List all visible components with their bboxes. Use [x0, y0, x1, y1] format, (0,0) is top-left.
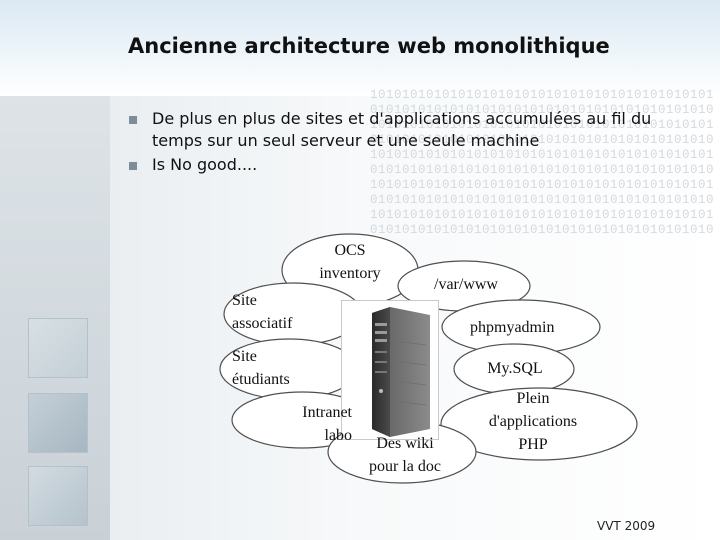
decor-square	[28, 466, 88, 526]
decor-square	[28, 393, 88, 453]
bullet-text: Is No good....	[152, 155, 258, 174]
bullet-item: De plus en plus de sites et d'applicatio…	[126, 108, 686, 152]
header-band	[0, 0, 720, 96]
bubble-label-mysql: My.SQL	[487, 360, 543, 377]
bubble-label-intranet-labo: Intranet labo	[302, 404, 352, 444]
bullet-text: De plus en plus de sites et d'applicatio…	[152, 109, 652, 150]
square-bullet-icon	[129, 162, 137, 170]
bubble-plein-applications	[440, 387, 638, 461]
decor-square	[28, 318, 88, 378]
bubble-label-site-etudiants: Site étudiants	[232, 348, 290, 388]
bubble-label-phpmyadmin: phpmyadmin	[470, 319, 555, 336]
square-bullet-icon	[129, 116, 137, 124]
server-tower-icon	[341, 300, 439, 440]
binary-watermark: 1010101010101010101010101010101010101010…	[370, 88, 715, 237]
slide-title: Ancienne architecture web monolithique	[128, 34, 610, 58]
bullet-item: Is No good....	[126, 154, 686, 176]
footer-text: VVT 2009	[597, 519, 656, 533]
bubble-label-ocs: OCS inventory	[319, 242, 381, 282]
bubble-label-site-associatif: Site associatif	[232, 292, 293, 332]
bubble-label-des-wiki: Des wiki pour la doc	[369, 435, 441, 475]
bullet-list: De plus en plus de sites et d'applicatio…	[126, 108, 686, 178]
bubble-label-plein-applications: Plein d'applications PHP	[488, 390, 578, 453]
bubble-label-var-www: /var/www	[434, 276, 498, 293]
